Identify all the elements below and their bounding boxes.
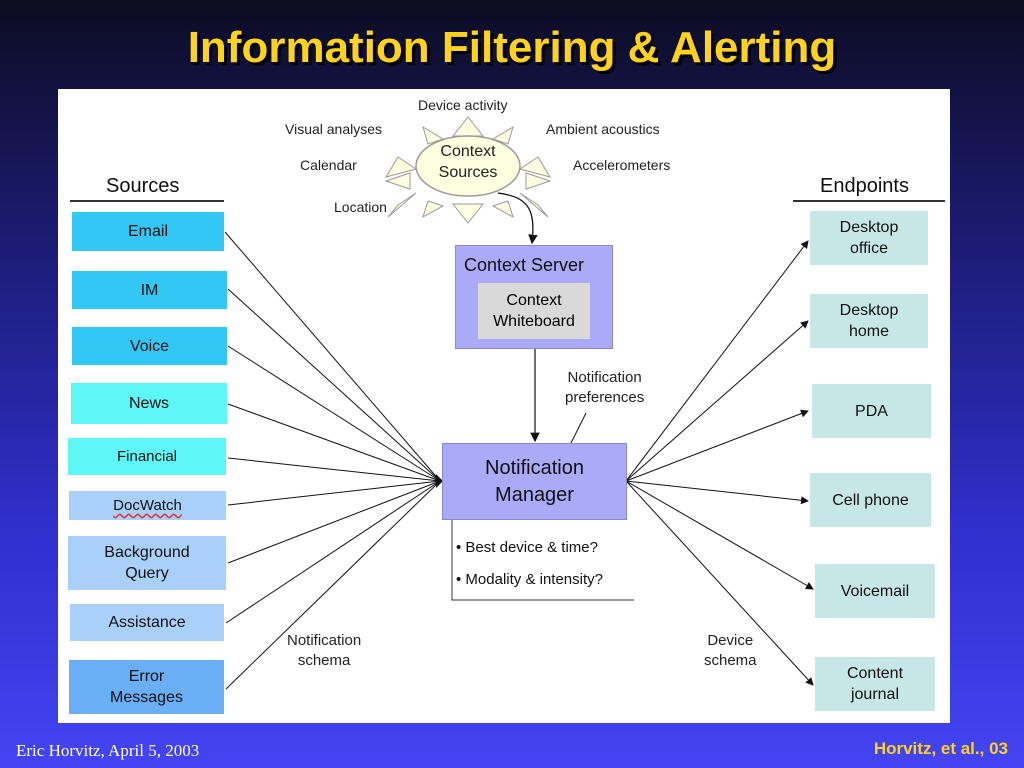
- context-source-visual-analyses: Visual analyses: [285, 121, 383, 137]
- notification-schema-label: Notification schema: [287, 632, 362, 669]
- bullet-best-device: • Best device & time?: [456, 539, 598, 556]
- source-background-query: Background Query: [68, 536, 226, 590]
- manager-bullets: • Best device & time? • Modality & inten…: [456, 532, 603, 596]
- endpoint-desktop-office: Desktop office: [810, 211, 928, 265]
- sun-core: [415, 135, 521, 197]
- source-error-messages: Error Messages: [69, 660, 224, 714]
- diagram-panel: Context Sources Device activity Visual a…: [58, 89, 950, 723]
- footer-citation: Horvitz, et al., 03: [873, 739, 1008, 758]
- source-assistance: Assistance: [70, 604, 224, 641]
- source-voice: Voice: [72, 327, 227, 365]
- endpoint-pda: PDA: [812, 384, 931, 438]
- context-source-location: Location: [334, 199, 387, 215]
- device-schema-label: Device schema: [704, 632, 757, 669]
- source-im: IM: [72, 271, 227, 309]
- endpoint-content-journal: Content journal: [815, 657, 935, 711]
- source-financial: Financial: [68, 438, 226, 475]
- footer-author-date: Eric Horvitz, April 5, 2003: [16, 741, 200, 760]
- connector-lines: [224, 116, 814, 690]
- endpoint-connectors: [625, 240, 814, 686]
- notification-manager: Notification Manager: [442, 443, 627, 520]
- source-connectors: [224, 231, 441, 690]
- context-sources-label: Context Sources: [438, 143, 498, 181]
- bullet-modality: • Modality & intensity?: [456, 571, 603, 588]
- endpoint-cell-phone: Cell phone: [810, 473, 931, 527]
- context-source-ambient-acoustics: Ambient acoustics: [546, 121, 660, 137]
- context-server-title: Context Server: [464, 255, 585, 275]
- endpoint-voicemail: Voicemail: [815, 564, 935, 618]
- notification-preferences-label: Notification preferences: [565, 369, 645, 406]
- sun-rays: [384, 116, 552, 224]
- source-email: Email: [72, 212, 224, 251]
- endpoints-divider: [793, 200, 945, 202]
- context-source-accelerometers: Accelerometers: [573, 157, 671, 173]
- sources-divider: [70, 200, 224, 202]
- context-source-device-activity: Device activity: [418, 97, 508, 113]
- source-docwatch: DocWatch: [69, 491, 226, 520]
- context-whiteboard: Context Whiteboard: [478, 283, 590, 339]
- context-source-calendar: Calendar: [300, 157, 357, 173]
- endpoints-heading: Endpoints: [820, 175, 909, 197]
- source-news: News: [71, 383, 227, 424]
- endpoint-desktop-home: Desktop home: [810, 294, 928, 348]
- sources-heading: Sources: [106, 175, 180, 197]
- slide-title: Information Filtering & Alerting: [187, 23, 837, 72]
- source-docwatch-label: DocWatch: [113, 497, 182, 514]
- context-server: Context Server Context Whiteboard: [455, 245, 613, 349]
